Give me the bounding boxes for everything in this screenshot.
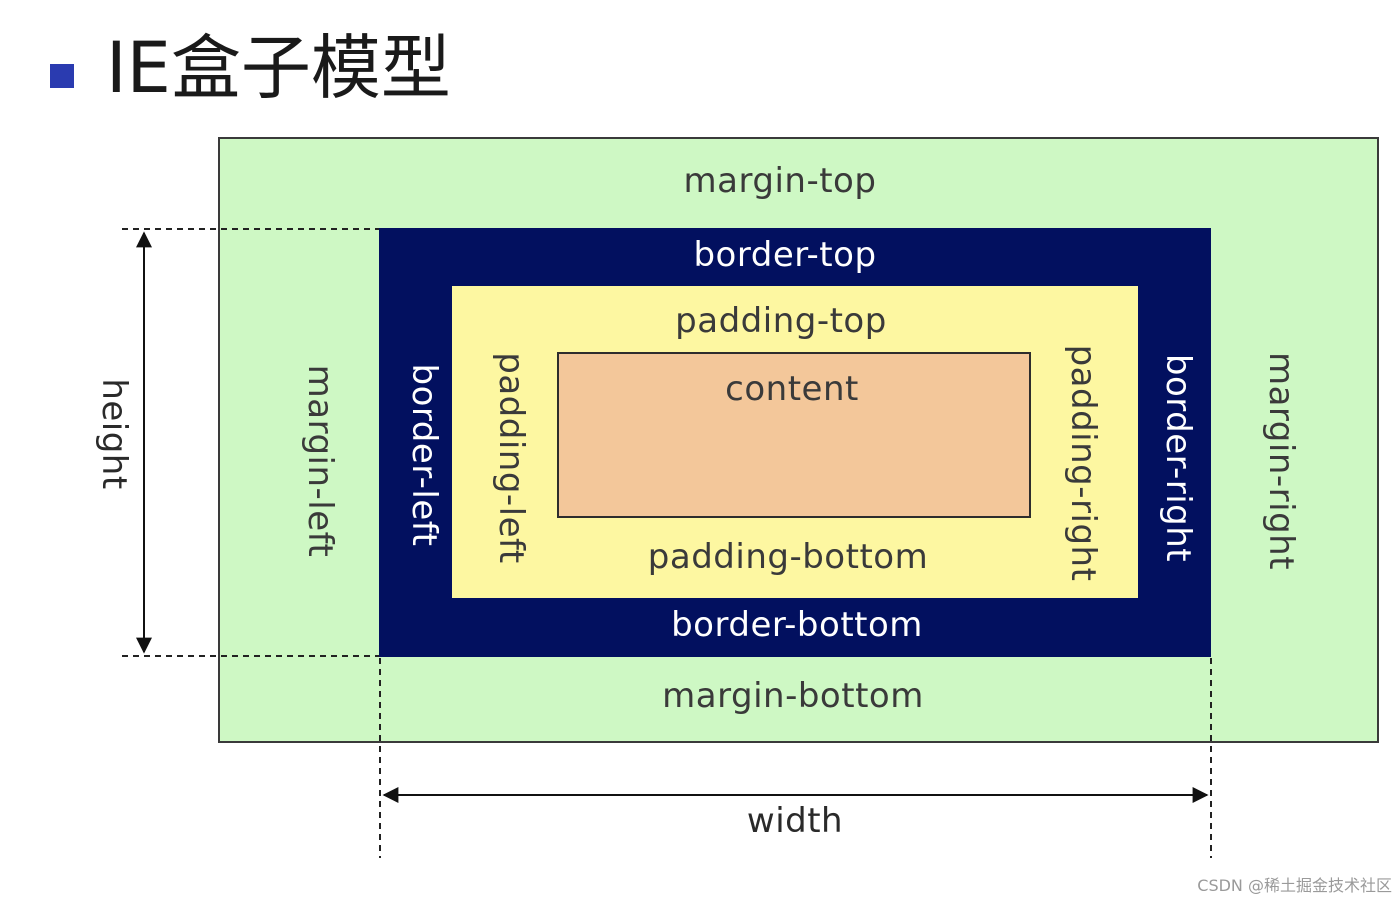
padding-top-label: padding-top <box>675 301 887 341</box>
height-label: height <box>94 378 134 490</box>
content-area <box>557 352 1031 518</box>
page-title: IE盒子模型 <box>106 27 451 109</box>
border-bottom-label: border-bottom <box>671 605 923 645</box>
watermark: CSDN @稀土掘金技术社区 <box>1197 876 1392 895</box>
title-bullet-icon <box>50 64 74 88</box>
content-label: content <box>725 369 859 409</box>
margin-bottom-label: margin-bottom <box>662 676 924 716</box>
border-top-label: border-top <box>693 235 877 275</box>
padding-bottom-label: padding-bottom <box>647 537 929 577</box>
width-label: width <box>746 801 844 841</box>
margin-top-label: margin-top <box>683 161 877 201</box>
